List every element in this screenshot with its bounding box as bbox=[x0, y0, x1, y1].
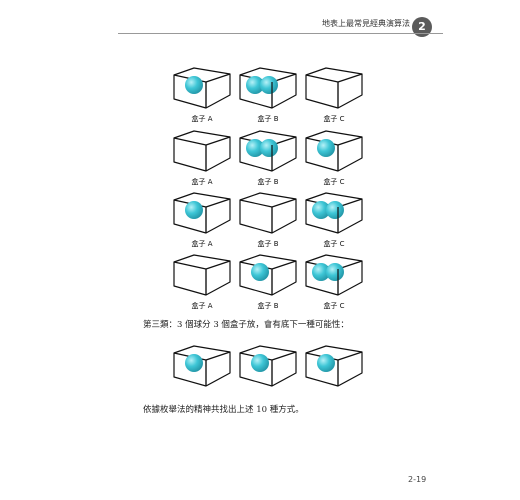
box-back-rim bbox=[305, 130, 363, 139]
box-body bbox=[305, 136, 363, 172]
ball bbox=[326, 263, 344, 281]
box-back-rim bbox=[239, 345, 297, 354]
ball bbox=[251, 263, 269, 281]
ball bbox=[260, 76, 278, 94]
conclusion-text: 依據枚舉法的精神共找出上述 10 種方式。 bbox=[143, 405, 304, 415]
page-number: 2-19 bbox=[408, 475, 427, 484]
box-back-rim bbox=[305, 345, 363, 354]
box-label: 盒子 B bbox=[257, 301, 278, 310]
box-body bbox=[239, 351, 297, 387]
ball bbox=[185, 354, 203, 372]
box-back-rim bbox=[173, 192, 231, 201]
running-header-title: 地表上最常見經典演算法 bbox=[322, 19, 410, 28]
box-back-rim bbox=[305, 254, 363, 263]
box-back-rim bbox=[173, 254, 231, 263]
box-label: 盒子 A bbox=[191, 239, 212, 248]
box-label: 盒子 C bbox=[323, 239, 344, 248]
ball bbox=[326, 201, 344, 219]
ball bbox=[312, 263, 330, 281]
chapter-number-badge: 2 bbox=[412, 17, 432, 37]
box-label: 盒子 A bbox=[191, 177, 212, 186]
header-rule bbox=[118, 33, 443, 34]
ball bbox=[246, 76, 264, 94]
box-back-rim bbox=[239, 130, 297, 139]
box-back-rim bbox=[173, 345, 231, 354]
ball bbox=[185, 201, 203, 219]
ball bbox=[246, 139, 264, 157]
box-back-rim bbox=[173, 130, 231, 139]
box-label: 盒子 A bbox=[191, 114, 212, 123]
box-body bbox=[173, 198, 231, 234]
box-back-rim bbox=[305, 67, 363, 76]
box-label: 盒子 B bbox=[257, 114, 278, 123]
ball bbox=[185, 76, 203, 94]
ball bbox=[312, 201, 330, 219]
box-body bbox=[305, 351, 363, 387]
box-body bbox=[173, 73, 231, 109]
box-body bbox=[305, 73, 363, 109]
ball bbox=[260, 139, 278, 157]
box-back-rim bbox=[239, 67, 297, 76]
box-label: 盒子 A bbox=[191, 301, 212, 310]
box-back-rim bbox=[239, 254, 297, 263]
box-label: 盒子 B bbox=[257, 177, 278, 186]
ball bbox=[251, 354, 269, 372]
box-label: 盒子 C bbox=[323, 114, 344, 123]
box-body bbox=[239, 260, 297, 296]
box-back-rim bbox=[239, 192, 297, 201]
box-body bbox=[173, 351, 231, 387]
section-heading-text: 第三類：3 個球分 3 個盒子放，會有底下一種可能性： bbox=[143, 320, 349, 330]
box-label: 盒子 B bbox=[257, 239, 278, 248]
ball bbox=[317, 139, 335, 157]
box-body bbox=[239, 198, 297, 234]
box-back-rim bbox=[305, 192, 363, 201]
box-label: 盒子 C bbox=[323, 177, 344, 186]
box-back-rim bbox=[173, 67, 231, 76]
ball bbox=[317, 354, 335, 372]
box-body bbox=[173, 260, 231, 296]
box-label: 盒子 C bbox=[323, 301, 344, 310]
box-body bbox=[173, 136, 231, 172]
